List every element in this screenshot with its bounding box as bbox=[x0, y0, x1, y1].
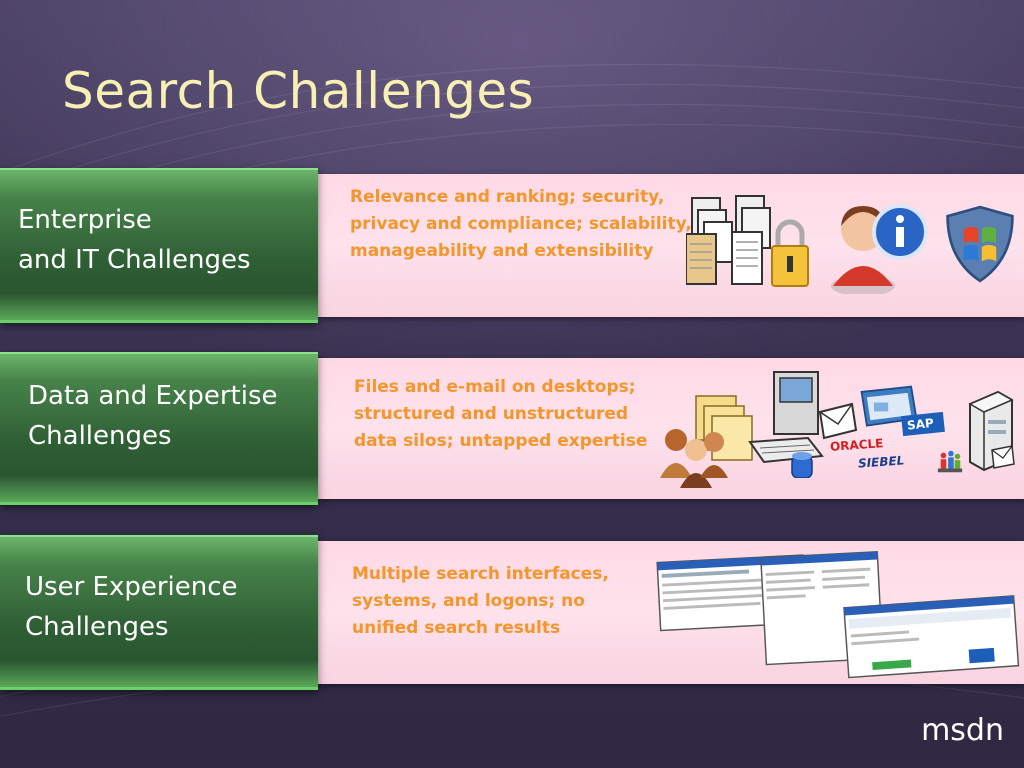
server-mail-icon bbox=[968, 390, 1015, 472]
msdn-logo: msdn bbox=[921, 713, 1004, 748]
challenge-label: Enterprise and IT Challenges bbox=[0, 168, 318, 323]
challenge-panel bbox=[318, 541, 1024, 684]
challenge-panel bbox=[318, 174, 1024, 317]
slide-title: Search Challenges bbox=[62, 62, 535, 120]
challenge-row-data: ORACLE SIEBEL SAP Data and Expertise Cha… bbox=[0, 352, 1024, 505]
search-windows-icon bbox=[656, 550, 1020, 679]
challenge-description: Relevance and ranking; security, privacy… bbox=[350, 187, 692, 261]
challenge-description: Multiple search interfaces, systems, and… bbox=[352, 564, 609, 638]
computer-mail-icon bbox=[748, 371, 858, 478]
oracle-logo: ORACLE bbox=[829, 436, 884, 454]
people-folders-icon bbox=[660, 395, 753, 488]
siebel-logo: SIEBEL bbox=[857, 453, 905, 471]
challenge-label: User Experience Challenges bbox=[0, 535, 318, 690]
windows-shield-icon bbox=[946, 205, 1014, 283]
challenge-label-text: User Experience Challenges bbox=[25, 572, 238, 642]
challenge-label-text: Data and Expertise Challenges bbox=[28, 381, 278, 451]
sap-logo: SAP bbox=[901, 411, 945, 437]
user-info-icon bbox=[831, 204, 928, 294]
challenge-description: Files and e-mail on desktops; structured… bbox=[354, 377, 648, 451]
challenge-label: Data and Expertise Challenges bbox=[0, 352, 318, 505]
challenge-row-user-experience: User Experience Challenges Multiple sear… bbox=[0, 535, 1024, 690]
challenge-row-enterprise: Enterprise and IT Challenges Relevance a… bbox=[0, 168, 1024, 323]
people-chart-icon bbox=[937, 450, 963, 473]
documents-lock-icon bbox=[686, 195, 809, 287]
challenge-panel: ORACLE SIEBEL SAP bbox=[318, 358, 1024, 499]
challenge-label-text: Enterprise and IT Challenges bbox=[18, 205, 251, 275]
